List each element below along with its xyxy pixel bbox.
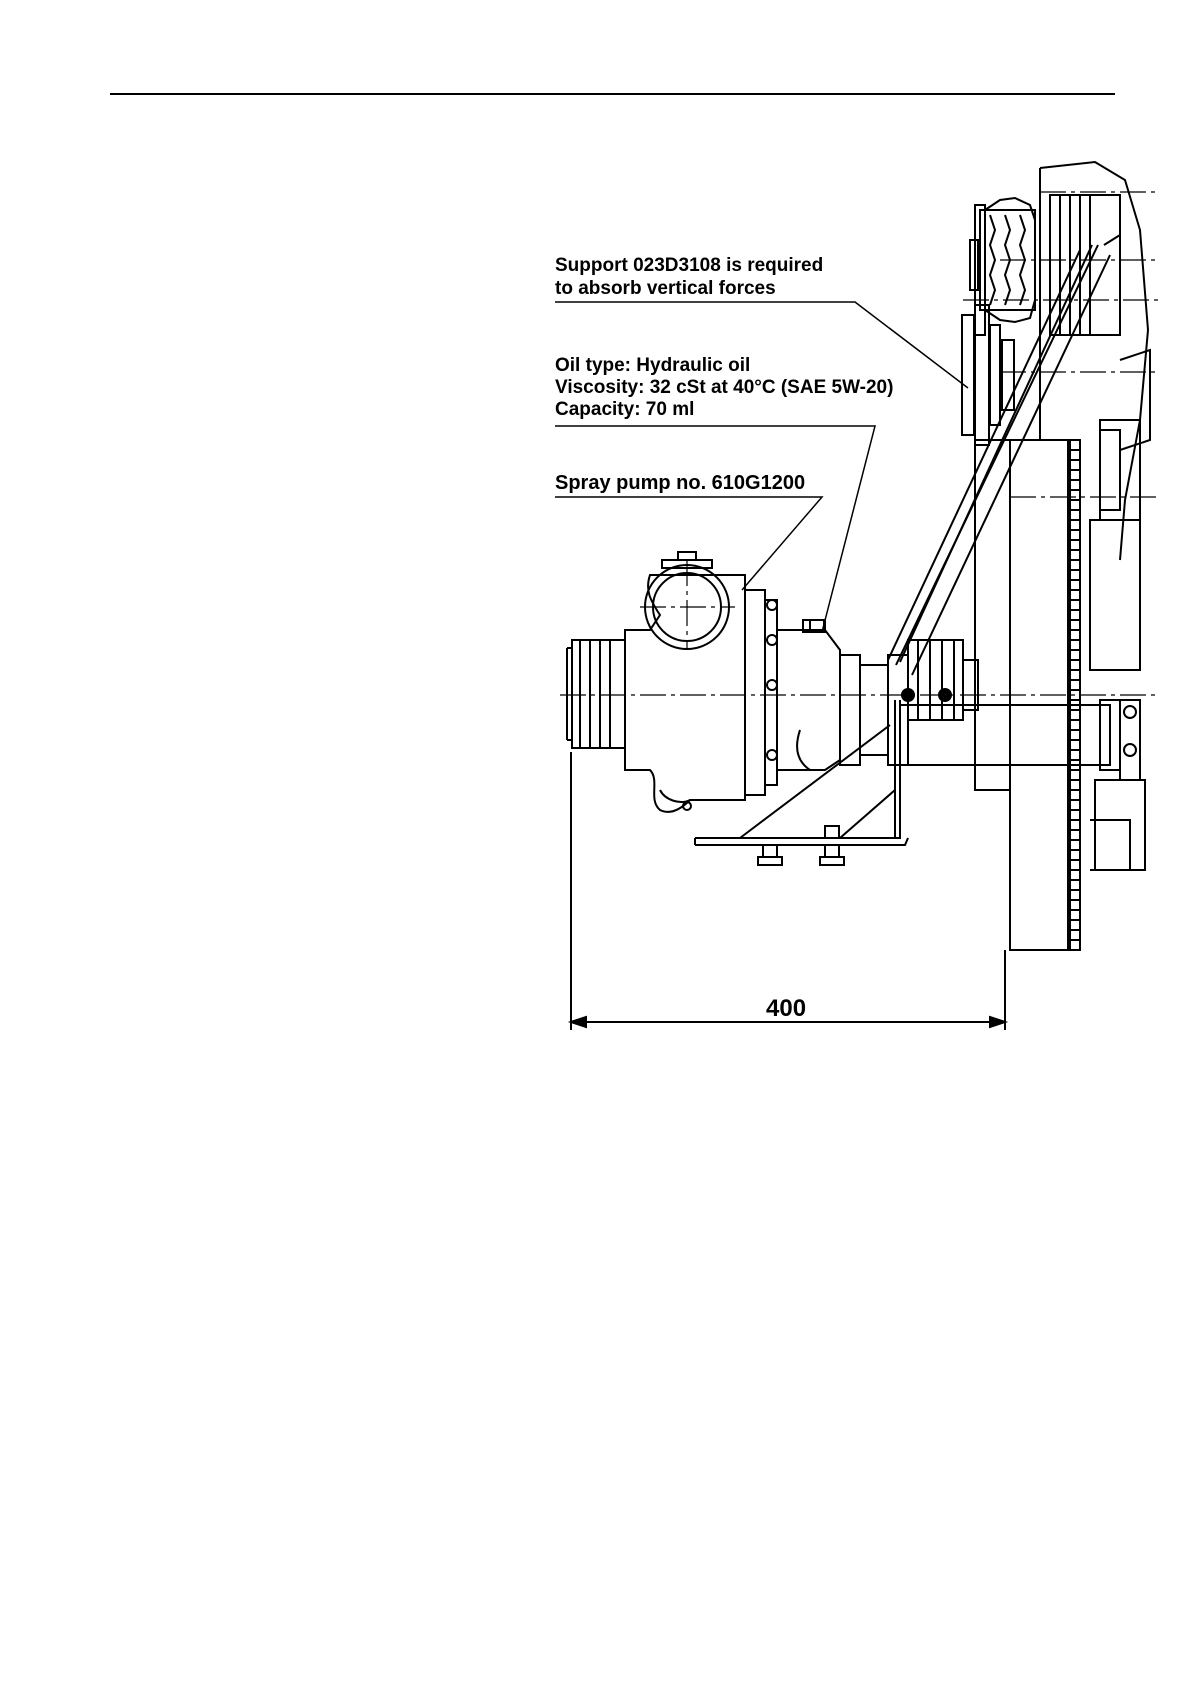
spray-pump xyxy=(567,552,978,812)
alternator-pulley xyxy=(970,198,1035,335)
engine-block xyxy=(1040,162,1150,870)
support-note-line2: to absorb vertical forces xyxy=(555,278,776,300)
viscosity-note: Viscosity: 32 cSt at 40°C (SAE 5W-20) xyxy=(555,377,893,399)
dimension-value: 400 xyxy=(766,996,806,1022)
spray-pump-label: Spray pump no. 610G1200 xyxy=(555,472,805,494)
capacity-note: Capacity: 70 ml xyxy=(555,399,694,421)
flywheel xyxy=(975,430,1120,950)
leader-lines xyxy=(555,302,968,632)
support-note-line1: Support 023D3108 is required xyxy=(555,255,823,277)
crank-pulley xyxy=(962,305,1014,445)
oil-type-note: Oil type: Hydraulic oil xyxy=(555,355,750,377)
drive-belt xyxy=(896,235,1120,675)
dimension-lines xyxy=(571,752,1005,1030)
